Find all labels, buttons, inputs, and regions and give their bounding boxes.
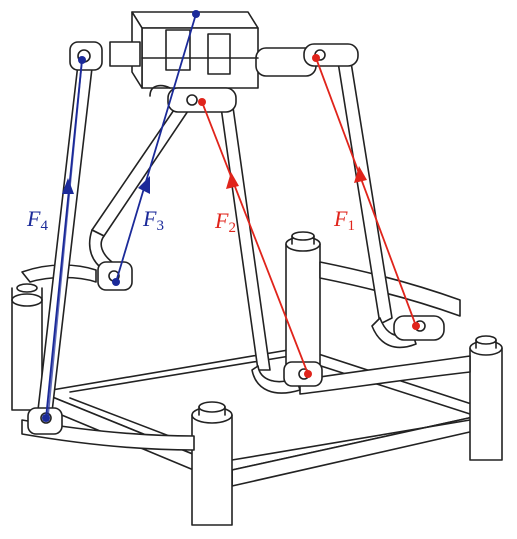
force-label-f3-symbol: F xyxy=(143,206,157,231)
arrowhead-f2 xyxy=(226,172,239,189)
force-label-f2-symbol: F xyxy=(215,208,229,233)
force-label-f1: F1 xyxy=(334,208,355,237)
force-label-f3-index: 3 xyxy=(156,218,164,234)
force-line-f4-secondary xyxy=(47,59,83,417)
base-post-right xyxy=(469,335,503,461)
force-label-f2: F2 xyxy=(215,210,236,239)
force-arrowheads xyxy=(62,166,367,194)
base-post-back xyxy=(285,231,321,365)
force-label-f4: F4 xyxy=(27,208,48,237)
joint-top-mid xyxy=(149,84,237,113)
arrowhead-f3 xyxy=(138,176,150,194)
arrowhead-f1 xyxy=(354,166,367,183)
base-post-left xyxy=(11,283,43,411)
joint-top-right xyxy=(303,43,359,67)
force-label-f2-index: 2 xyxy=(228,220,236,236)
force-label-f4-symbol: F xyxy=(27,206,41,231)
joint-bottom-2 xyxy=(283,361,323,387)
arrowhead-f4 xyxy=(62,178,74,194)
force-label-f4-index: 4 xyxy=(40,218,48,234)
force-label-f1-index: 1 xyxy=(347,218,355,234)
base-frame xyxy=(11,231,503,526)
force-label-f3: F3 xyxy=(143,208,164,237)
leg-3 xyxy=(91,103,191,237)
force-line-f3 xyxy=(115,13,197,283)
force-line-f2 xyxy=(201,101,309,375)
base-post-front xyxy=(191,401,233,526)
force-line-f1 xyxy=(315,57,417,327)
force-endpoints xyxy=(42,10,420,422)
force-label-f1-symbol: F xyxy=(334,206,348,231)
joint-top-left xyxy=(69,41,103,71)
top-platform xyxy=(109,11,317,89)
